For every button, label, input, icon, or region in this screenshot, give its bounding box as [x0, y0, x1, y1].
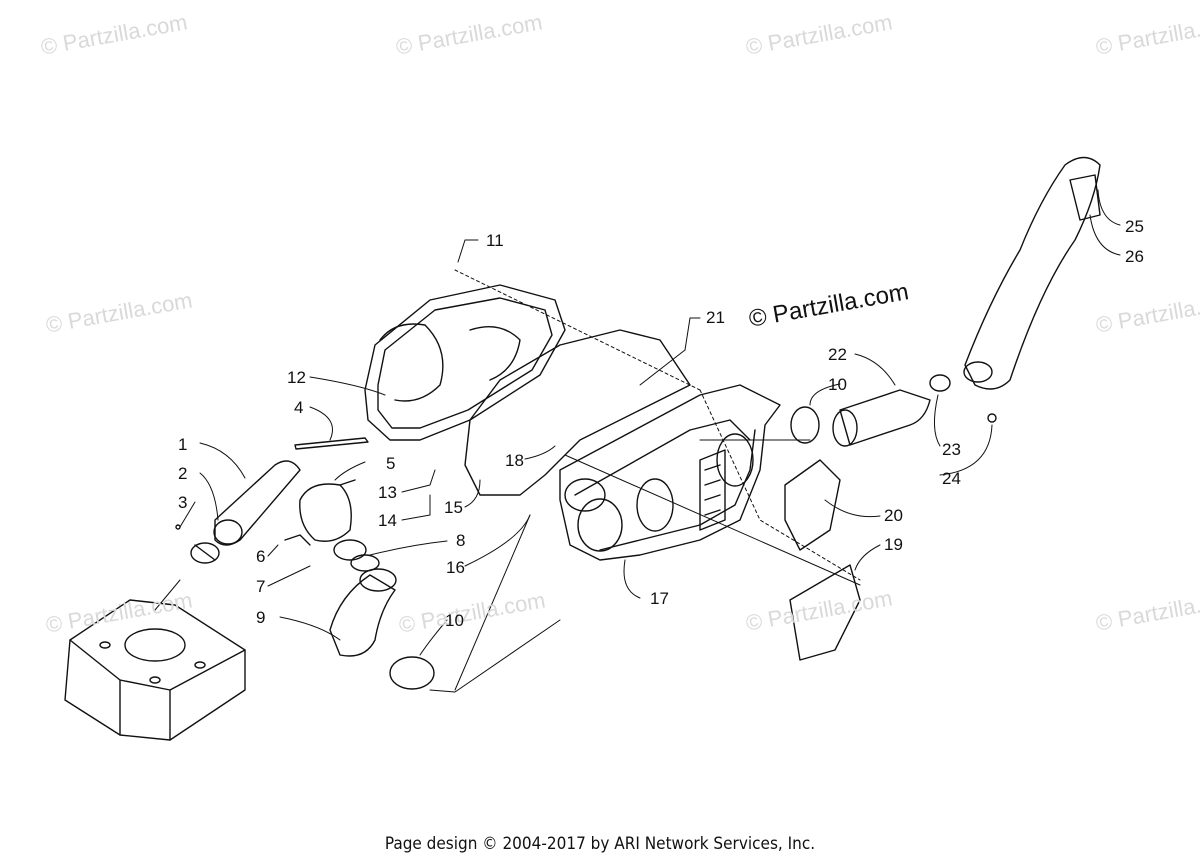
callout-24[interactable]: 24 [942, 469, 961, 488]
callout-21[interactable]: 21 [706, 308, 725, 327]
exploded-parts-diagram [64, 156, 1121, 741]
intake-duct-parts-1-2-3 [175, 460, 301, 564]
callout-11[interactable]: 11 [486, 231, 504, 250]
callout-8[interactable]: 8 [456, 531, 466, 550]
callout-14[interactable]: 14 [378, 511, 397, 530]
callout-7[interactable]: 7 [256, 577, 266, 596]
duct-elbow-part-9 [329, 554, 435, 690]
callout-3[interactable]: 3 [178, 493, 188, 512]
exhaust-tube-part-25 [963, 156, 1101, 423]
clutch-housing-part-17 [559, 384, 781, 561]
callout-25[interactable]: 25 [1125, 217, 1144, 236]
callout-9[interactable]: 9 [256, 608, 266, 627]
gasket-part-20 [784, 459, 841, 551]
callout-26[interactable]: 26 [1125, 247, 1144, 266]
footer-copyright: Page design © 2004-2017 by ARI Network S… [384, 834, 816, 854]
callout-19[interactable]: 19 [884, 535, 903, 554]
callout-4[interactable]: 4 [294, 398, 304, 417]
plate-part-19 [789, 564, 861, 661]
callout-13[interactable]: 13 [378, 483, 397, 502]
blower-motor-part-5 [284, 479, 367, 561]
callout-17[interactable]: 17 [650, 589, 669, 608]
outlet-duct-part-22 [790, 374, 951, 447]
callout-22[interactable]: 22 [828, 345, 847, 364]
callout-2[interactable]: 2 [178, 464, 188, 483]
tie-strap-part-4 [294, 437, 369, 450]
gasket-part-15 [464, 329, 691, 496]
callout-16[interactable]: 16 [446, 558, 465, 577]
engine-intake-plate [64, 599, 246, 741]
clutch-cover-part-12 [364, 284, 566, 441]
callout-10-a[interactable]: 10 [445, 611, 464, 630]
callout-5[interactable]: 5 [386, 454, 396, 473]
callout-6[interactable]: 6 [256, 547, 266, 566]
callout-12[interactable]: 12 [287, 368, 306, 387]
callout-1[interactable]: 1 [178, 435, 188, 454]
callout-10-b[interactable]: 10 [828, 375, 847, 394]
callout-23[interactable]: 23 [942, 440, 961, 459]
callout-20[interactable]: 20 [884, 506, 903, 525]
callout-15[interactable]: 15 [444, 498, 463, 517]
callout-18[interactable]: 18 [505, 451, 524, 470]
